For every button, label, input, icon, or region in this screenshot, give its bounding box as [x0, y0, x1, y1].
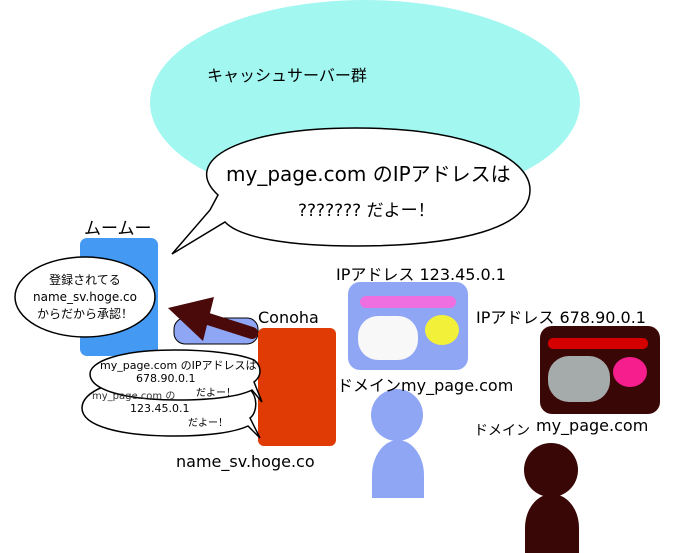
server-b-bar [548, 338, 648, 349]
mumu-bubble-line1: 登録されてる [49, 273, 121, 287]
mumu-label: ムームー [84, 219, 152, 239]
mumu-speech-bubble [14, 256, 156, 338]
conoha-front-bubble-line1: my_page.com のIPアドレスは [100, 359, 257, 372]
conoha-front-bubble [89, 349, 263, 403]
cache-bubble-line1: my_page.com のIPアドレスは [226, 162, 511, 186]
conoha-front-bubble-line2: 678.90.0.1 [136, 372, 196, 385]
conoha-box [258, 328, 336, 446]
server-a-pill [358, 316, 418, 360]
person-a-body [372, 440, 424, 498]
server-b-ip-label: IPアドレス 678.90.0.1 [476, 308, 646, 327]
person-b-body [525, 494, 579, 553]
server-a-dot [425, 315, 459, 345]
mumu-bubble-line3: からだから承認！ [36, 307, 133, 321]
server-a-domain-prefix: ドメイン [337, 376, 402, 395]
cache-bubble-line2: ??????? だよー！ [298, 201, 435, 221]
query-arrow-shaft [199, 312, 258, 339]
mumu-bubble-text: 登録されてる name_sv.hoge.co からだから承認！ [18, 272, 152, 323]
server-b-domain-prefix: ドメイン [474, 423, 530, 439]
server-b-domain-value: my_page.com [536, 416, 649, 435]
conoha-back-bubble-line1: my_page.com の [92, 391, 176, 402]
server-b-pill [548, 356, 610, 402]
conoha-ns-label: name_sv.hoge.co [176, 452, 315, 471]
person-a-head [371, 389, 423, 441]
person-b-head [524, 443, 578, 497]
mumu-bubble-line2: name_sv.hoge.co [33, 290, 137, 304]
server-a-domain-label: ドメインmy_page.com [337, 372, 513, 396]
conoha-label: Conoha [258, 308, 319, 327]
query-arrow-head [168, 297, 214, 341]
server-b-dot [613, 357, 647, 387]
conoha-front-bubble-line3: だよー！ [196, 388, 236, 399]
server-a-ip-label: IPアドレス 123.45.0.1 [336, 265, 506, 284]
conoha-back-bubble-line2: 123.45.0.1 [130, 402, 190, 415]
server-a-bar [360, 296, 456, 308]
cache-server-label: キャッシュサーバー群 [207, 66, 367, 85]
cache-speech-bubble [171, 127, 531, 255]
server-a-domain-value: my_page.com [401, 376, 514, 395]
conoha-back-bubble-line3: だよー！ [188, 418, 228, 429]
